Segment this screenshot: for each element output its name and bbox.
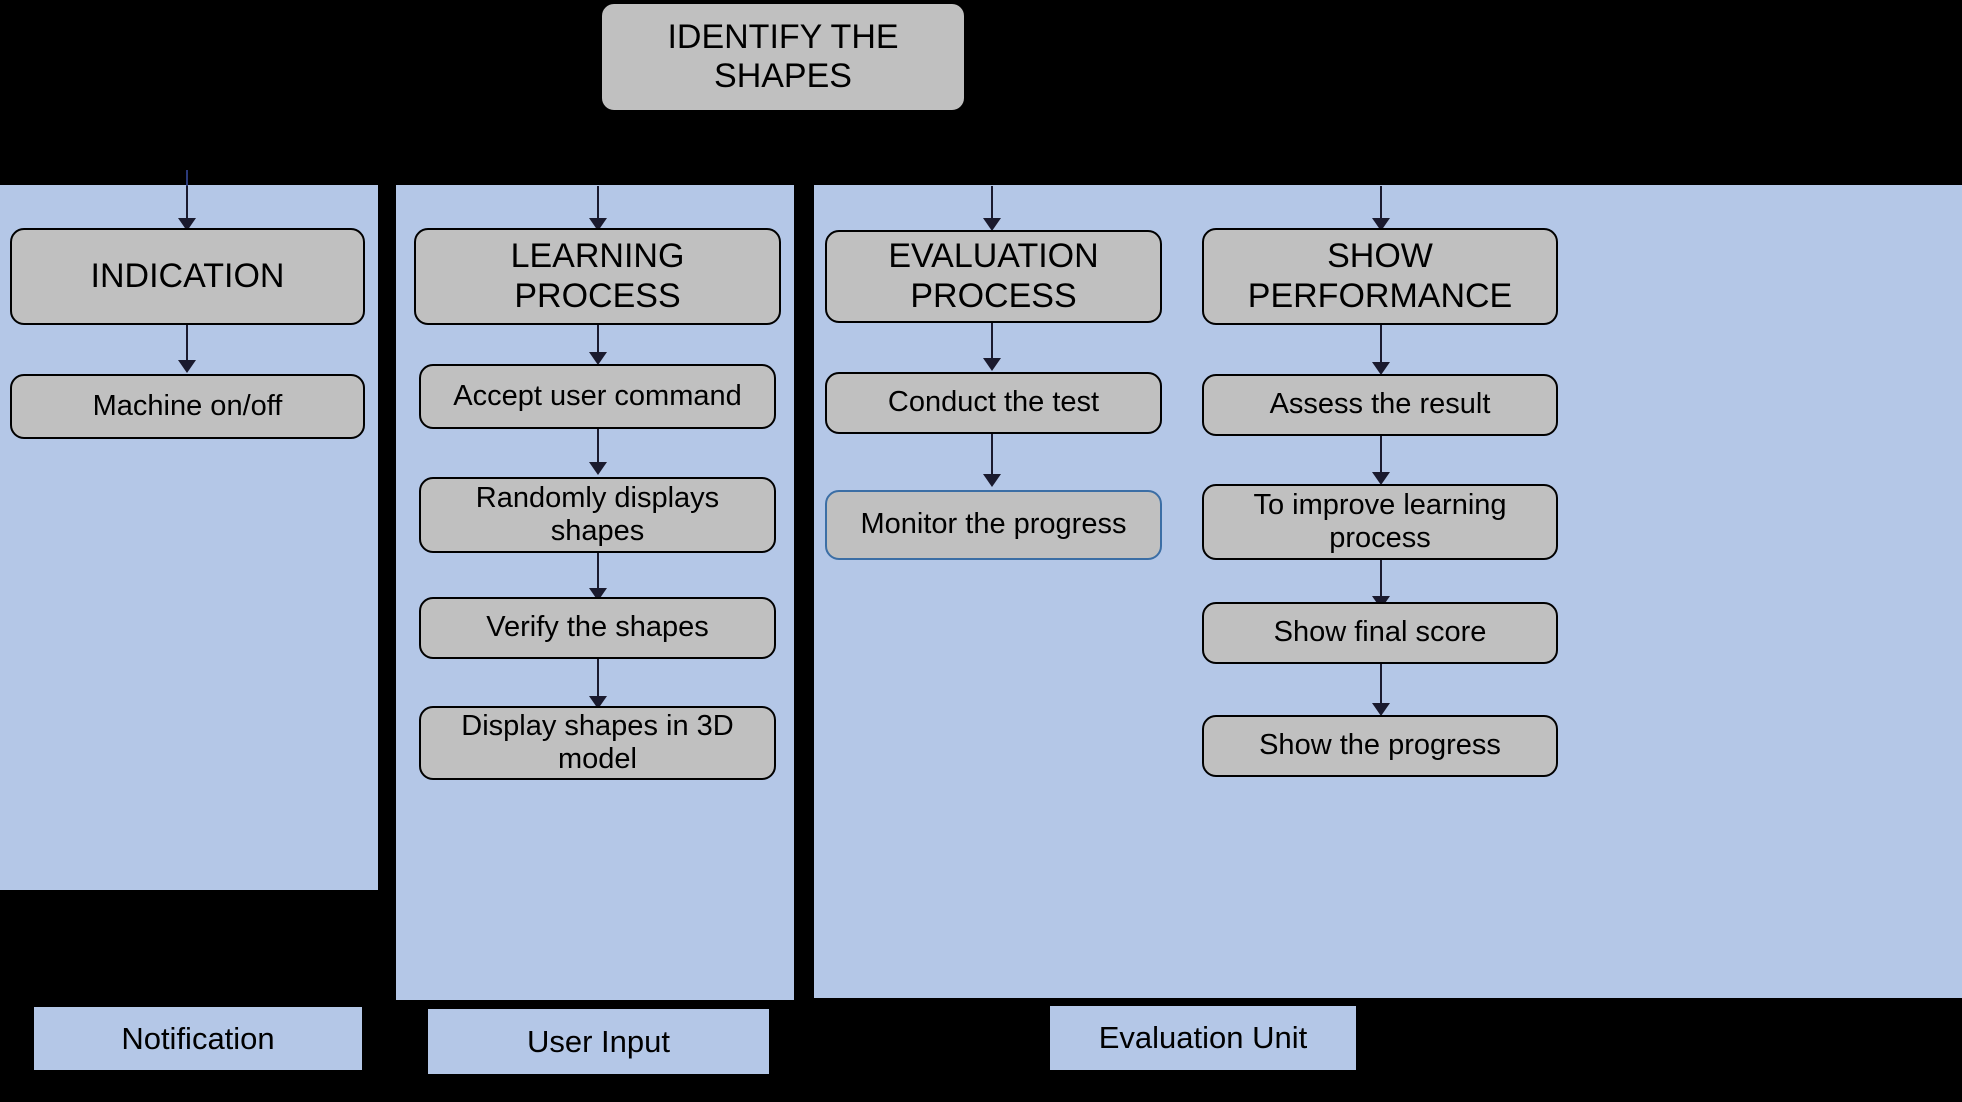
connector-performance-to-step-1-arrow xyxy=(1372,362,1390,375)
connector-learning-step-3-to-4 xyxy=(597,659,599,701)
indication-step-machine-on-off[interactable]: Machine on/off xyxy=(10,374,365,439)
learning-step-verify-the-shapes-label: Verify the shapes xyxy=(486,611,709,644)
connector-learning-step-1-to-2 xyxy=(597,429,599,467)
connector-root-to-indication xyxy=(186,186,188,223)
learning-step-accept-user-command[interactable]: Accept user command xyxy=(419,364,776,429)
connector-root-to-learning-arrow xyxy=(589,218,607,231)
evaluation-step-conduct-the-test[interactable]: Conduct the test xyxy=(825,372,1162,434)
connector-learning-step-3-to-4-arrow xyxy=(589,696,607,709)
connector-root-to-evaluation-arrow xyxy=(983,218,1001,231)
indication-header-label: INDICATION xyxy=(90,256,285,295)
learning-process-header-label: LEARNING PROCESS xyxy=(510,237,685,315)
evaluation-step-monitor-the-progress[interactable]: Monitor the progress xyxy=(825,490,1162,560)
connector-performance-step-2-to-3 xyxy=(1380,560,1382,602)
performance-step-to-improve-learning-process[interactable]: To improve learning process xyxy=(1202,484,1558,560)
connector-performance-step-3-to-4 xyxy=(1380,664,1382,709)
connector-learning-step-2-to-3 xyxy=(597,553,599,593)
evaluation-process-header-node[interactable]: EVALUATION PROCESS xyxy=(825,230,1162,323)
connector-root-to-indication-arrow xyxy=(178,218,196,231)
connector-root-to-evaluation xyxy=(991,186,993,223)
performance-step-show-the-progress[interactable]: Show the progress xyxy=(1202,715,1558,777)
show-performance-header-node[interactable]: SHOW PERFORMANCE xyxy=(1202,228,1558,325)
connector-indication-to-step-1 xyxy=(186,325,188,365)
connector-learning-to-step-1 xyxy=(597,325,599,357)
performance-step-assess-the-result[interactable]: Assess the result xyxy=(1202,374,1558,436)
caption-user-input-label: User Input xyxy=(526,1023,670,1059)
connector-performance-step-1-to-2-arrow xyxy=(1372,472,1390,485)
connector-root-to-indication-stub xyxy=(186,170,188,186)
learning-step-randomly-displays-shapes-label: Randomly displays shapes xyxy=(475,481,720,547)
learning-step-display-shapes-3d-label: Display shapes in 3D model xyxy=(461,709,734,775)
connector-evaluation-step-1-to-2-arrow xyxy=(983,474,1001,487)
connector-performance-step-1-to-2 xyxy=(1380,436,1382,478)
performance-step-show-the-progress-label: Show the progress xyxy=(1259,729,1501,762)
performance-step-assess-the-result-label: Assess the result xyxy=(1269,388,1491,421)
identify-the-shapes-node[interactable]: IDENTIFY THE SHAPES xyxy=(600,2,966,112)
performance-step-to-improve-learning-process-label: To improve learning process xyxy=(1253,488,1507,554)
learning-step-verify-the-shapes[interactable]: Verify the shapes xyxy=(419,597,776,659)
connector-performance-step-3-to-4-arrow xyxy=(1372,703,1390,716)
performance-step-show-final-score-label: Show final score xyxy=(1273,616,1487,649)
connector-learning-to-step-1-arrow xyxy=(589,352,607,365)
evaluation-process-header-label: EVALUATION PROCESS xyxy=(888,237,1099,315)
connector-evaluation-to-step-1-arrow xyxy=(983,358,1001,371)
show-performance-header-label: SHOW PERFORMANCE xyxy=(1247,237,1513,315)
connector-indication-to-step-1-arrow xyxy=(178,360,196,373)
evaluation-step-monitor-the-progress-label: Monitor the progress xyxy=(860,508,1127,541)
performance-step-show-final-score[interactable]: Show final score xyxy=(1202,602,1558,664)
caption-evaluation-unit-label: Evaluation Unit xyxy=(1098,1020,1308,1055)
learning-step-randomly-displays-shapes[interactable]: Randomly displays shapes xyxy=(419,477,776,553)
learning-step-accept-user-command-label: Accept user command xyxy=(453,379,742,412)
caption-notification-label: Notification xyxy=(121,1020,275,1056)
connector-learning-step-1-to-2-arrow xyxy=(589,462,607,475)
caption-notification: Notification xyxy=(34,1007,362,1070)
connector-evaluation-step-1-to-2 xyxy=(991,434,993,479)
indication-step-machine-on-off-label: Machine on/off xyxy=(92,389,283,422)
connector-root-to-performance-arrow xyxy=(1372,218,1390,231)
caption-user-input: User Input xyxy=(428,1009,769,1074)
caption-evaluation-unit: Evaluation Unit xyxy=(1050,1006,1356,1070)
indication-header-node[interactable]: INDICATION xyxy=(10,228,365,325)
learning-process-header-node[interactable]: LEARNING PROCESS xyxy=(414,228,781,325)
identify-the-shapes-label: IDENTIFY THE SHAPES xyxy=(667,17,899,95)
learning-step-display-shapes-3d[interactable]: Display shapes in 3D model xyxy=(419,706,776,780)
connector-root-to-learning xyxy=(597,186,599,223)
connector-root-to-performance xyxy=(1380,186,1382,223)
connector-performance-to-step-1 xyxy=(1380,325,1382,367)
connector-evaluation-to-step-1 xyxy=(991,323,993,363)
evaluation-step-conduct-the-test-label: Conduct the test xyxy=(887,386,1100,419)
